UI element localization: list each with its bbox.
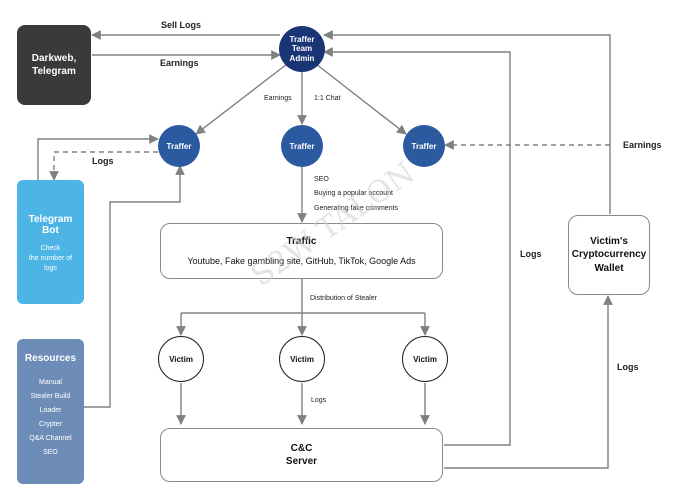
label-sell-logs: Sell Logs	[161, 20, 202, 30]
arrow-bot-traffer-solid	[37, 134, 159, 180]
resources-title: Resources	[24, 353, 77, 364]
label-earnings-wallet: Earnings	[623, 140, 662, 150]
arrow-wallet-admin	[323, 30, 611, 214]
resources-item: Crypter	[39, 421, 62, 428]
traffer-left-node: Traffer	[158, 125, 200, 167]
victim-node-2: Victim	[279, 336, 325, 382]
label-logs-bot: Logs	[92, 156, 114, 166]
label-logs-victim: Logs	[311, 397, 327, 404]
arrow-logs-cc-admin	[323, 47, 511, 446]
wallet-line-1: Victim's	[590, 235, 628, 247]
resources-item: Loader	[39, 407, 62, 414]
wallet-line-3: Wallet	[594, 262, 624, 274]
darkweb-line-1: Darkweb,	[31, 53, 77, 64]
telegram-bot-desc-2: the number of	[28, 255, 73, 263]
resources-item: Manual	[39, 379, 62, 386]
cc-line-1: C&C	[290, 443, 313, 454]
arrow-logs-cc-wallet	[444, 295, 613, 469]
telegram-bot-desc-1: Check	[40, 245, 61, 253]
traffer-right-node: Traffer	[403, 125, 445, 167]
resources-item: Stealer Build	[30, 393, 71, 400]
victim-wallet-node: Victim's Cryptocurrency Wallet	[568, 215, 650, 295]
label-fake-comments: Generating fake comments	[314, 205, 399, 212]
traffer-team-admin-node: Traffer Team Admin	[279, 26, 325, 72]
resources-item: SEO	[43, 449, 58, 456]
victim-node-3: Victim	[402, 336, 448, 382]
label-seo: SEO	[314, 176, 329, 183]
traffic-node: Traffic Youtube, Fake gambling site, Git…	[160, 223, 443, 279]
telegram-bot-title-2: Bot	[42, 225, 59, 237]
victim-node-1: Victim	[158, 336, 204, 382]
label-earnings-admin: Earnings	[264, 95, 292, 102]
telegram-bot-title-1: Telegram	[28, 214, 73, 226]
wallet-line-2: Cryptocurrency	[571, 249, 647, 261]
darkweb-telegram-node: Darkweb, Telegram	[17, 25, 91, 105]
traffic-title: Traffic	[286, 236, 317, 247]
arrow-admin-traffer-left	[195, 63, 288, 135]
arrow-logs-traffer-bot	[49, 151, 158, 181]
traffic-channels: Youtube, Fake gambling site, GitHub, Tik…	[187, 256, 416, 266]
label-logs-cc-wallet: Logs	[617, 362, 639, 372]
resources-node: Resources Manual Stealer Build Loader Cr…	[17, 339, 84, 484]
label-buying-account: Buying a popular account	[314, 190, 393, 197]
admin-line-2: Team	[291, 44, 313, 54]
label-distribution: Distribution of Stealer	[310, 295, 377, 302]
cc-server-node: C&C Server	[160, 428, 443, 482]
resources-item: Q&A Channel	[29, 435, 72, 442]
admin-line-1: Traffer	[289, 35, 315, 45]
telegram-bot-node: Telegram Bot Check the number of logs	[17, 180, 84, 304]
darkweb-line-2: Telegram	[32, 66, 76, 77]
label-earnings-darkweb: Earnings	[160, 58, 199, 68]
telegram-bot-desc-3: logs	[44, 264, 57, 272]
cc-line-2: Server	[285, 456, 318, 467]
label-chat: 1:1 Chat	[314, 95, 341, 102]
label-logs-cc-admin: Logs	[520, 249, 542, 259]
arrow-resources-traffer	[84, 165, 185, 408]
traffer-mid-node: Traffer	[281, 125, 323, 167]
admin-line-3: Admin	[289, 53, 315, 63]
arrow-admin-traffer-right	[315, 63, 407, 135]
